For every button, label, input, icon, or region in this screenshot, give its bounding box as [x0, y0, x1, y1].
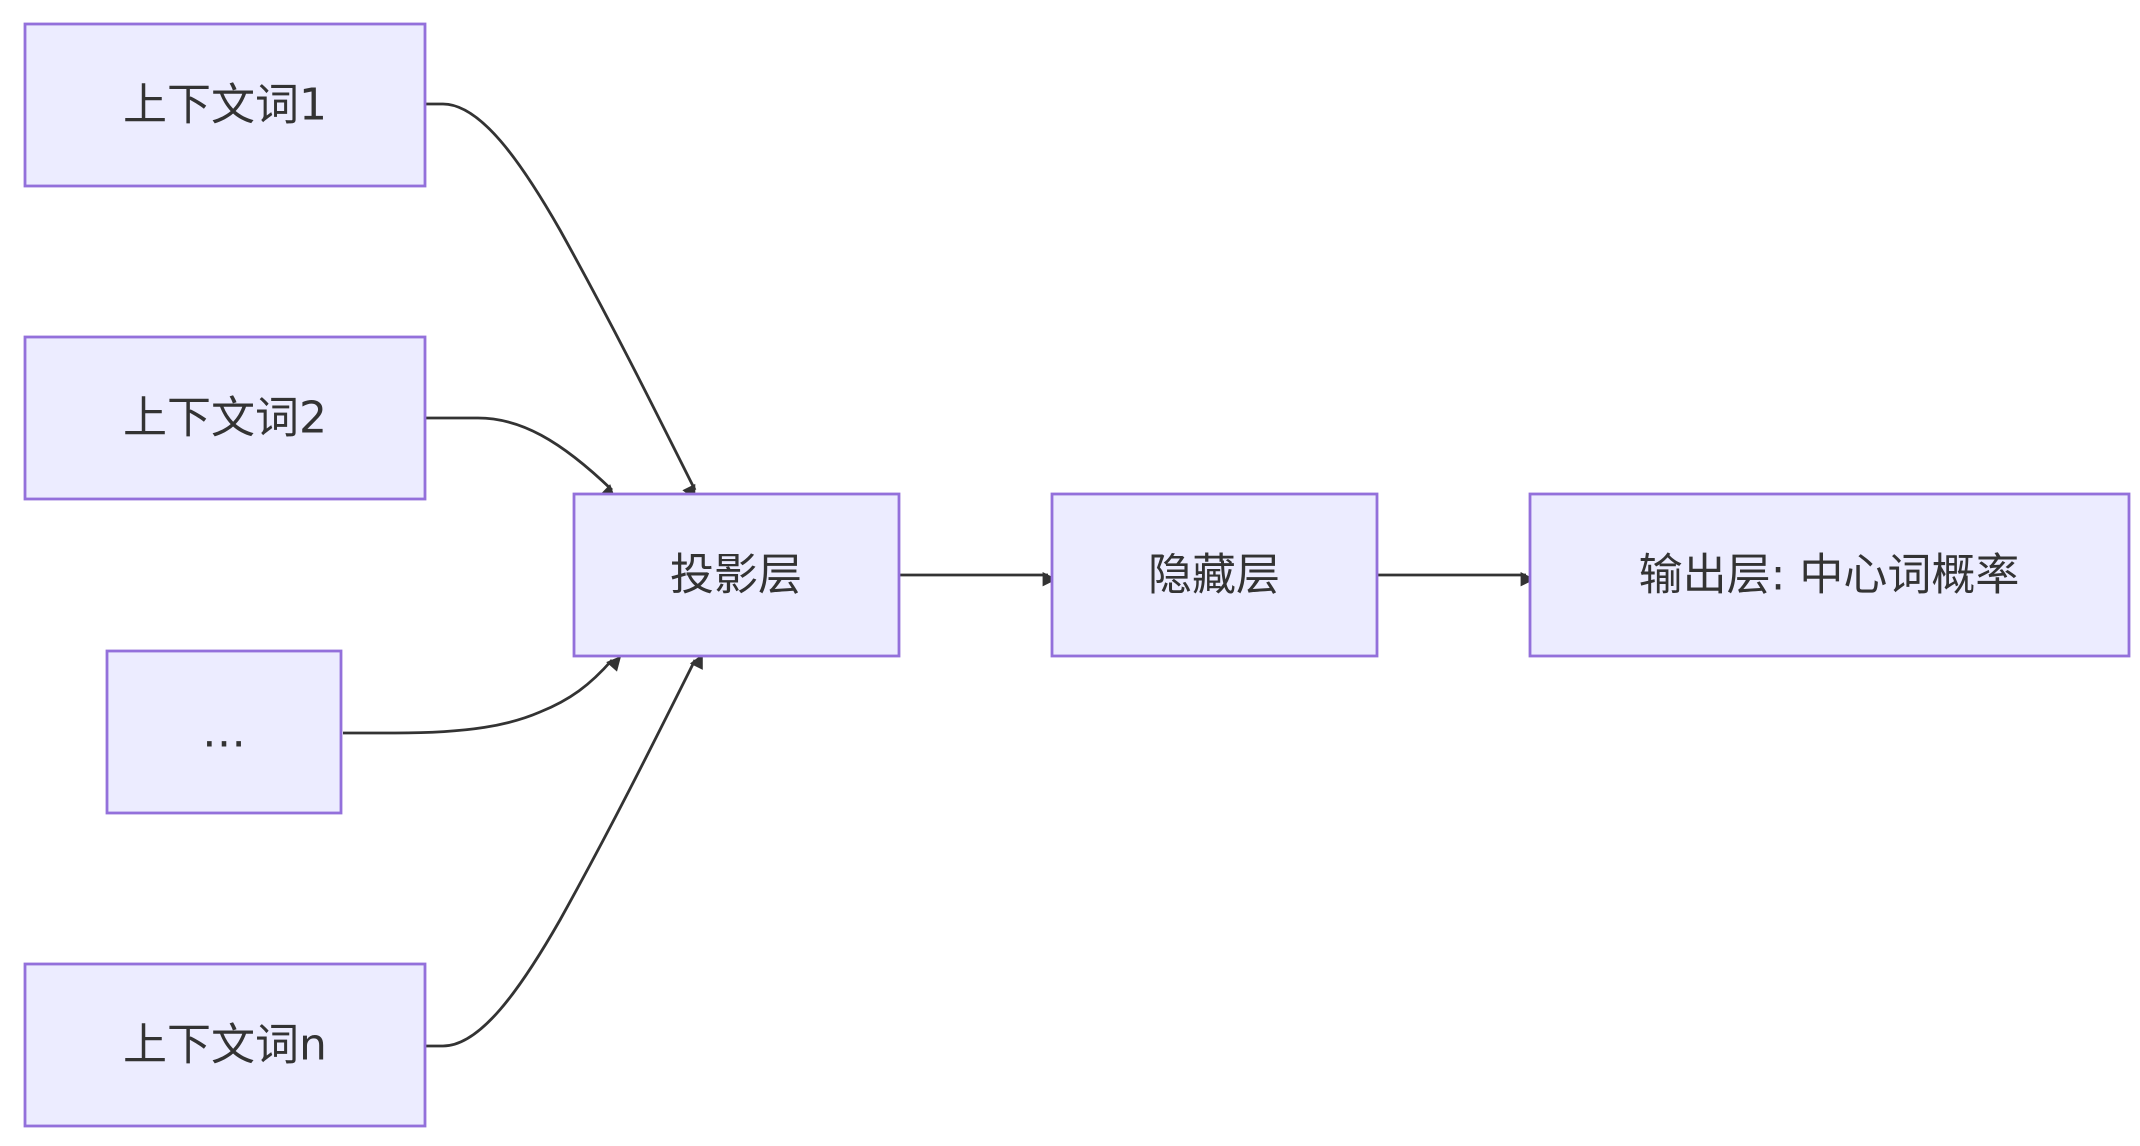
node-context-word-1: 上下文词1: [23, 22, 427, 188]
node-label: …: [202, 707, 246, 758]
node-label: 上下文词n: [123, 1020, 327, 1071]
edge-context2-to-projection: [426, 416, 616, 500]
node-label: 投影层: [670, 550, 802, 601]
node-ellipsis: …: [105, 649, 343, 815]
node-label: 上下文词1: [123, 80, 327, 131]
node-label: 输出层: 中心词概率: [1639, 550, 2020, 601]
node-output-layer: 输出层: 中心词概率: [1528, 492, 2131, 658]
edges: [343, 102, 1536, 1048]
node-context-word-2: 上下文词2: [23, 335, 427, 501]
node-context-word-n: 上下文词n: [23, 962, 427, 1128]
edge-ellipsis-to-projection: [343, 656, 622, 735]
edge-context1-to-projection: [426, 102, 697, 500]
node-label: 上下文词2: [123, 393, 327, 444]
node-label: 隐藏层: [1148, 550, 1280, 601]
edge-contextn-to-projection: [426, 653, 703, 1048]
node-projection-layer: 投影层: [572, 492, 901, 658]
node-hidden-layer: 隐藏层: [1050, 492, 1379, 658]
